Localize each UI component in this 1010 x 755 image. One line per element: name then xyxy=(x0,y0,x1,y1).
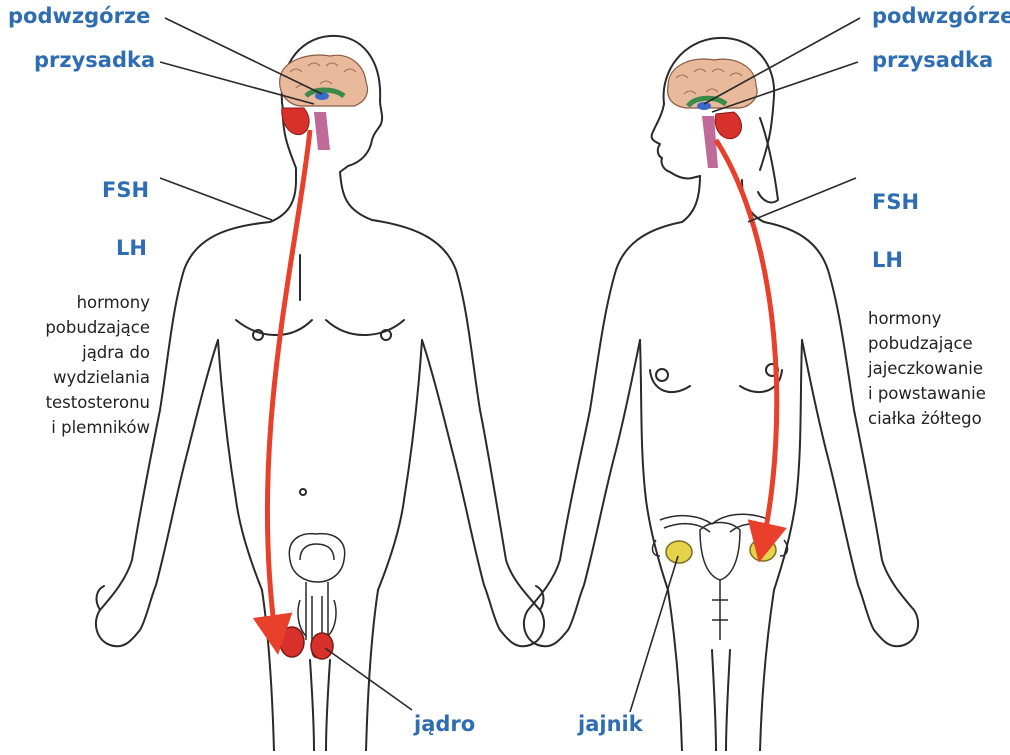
male-label-gonad: jądro xyxy=(414,712,475,736)
male-description-line: pobudzające xyxy=(45,315,150,340)
female-label-hypothalamus: podwzgórze xyxy=(872,4,1010,28)
female-label-fsh: FSH xyxy=(872,190,919,214)
female-label-gonad: jajnik xyxy=(578,712,643,736)
female-label-lh: LH xyxy=(872,248,903,272)
female-description-line: ciałka żółtego xyxy=(868,406,986,431)
male-label-pituitary: przysadka xyxy=(34,48,155,72)
male-reproductive-organs xyxy=(280,534,345,659)
male-description-line: hormony xyxy=(45,290,150,315)
male-label-lh: LH xyxy=(116,236,147,260)
female-description-line: i powstawanie xyxy=(868,381,986,406)
male-label-fsh: FSH xyxy=(102,178,149,202)
male-description-line: i plemników xyxy=(45,415,150,440)
male-hormone-arrow xyxy=(267,130,310,640)
female-leader-lines xyxy=(630,18,860,712)
male-description: hormony pobudzające jądra do wydzielania… xyxy=(45,290,150,440)
male-description-line: testosteronu xyxy=(45,390,150,415)
female-brain xyxy=(668,59,757,168)
female-label-pituitary: przysadka xyxy=(872,48,993,72)
female-description-line: pobudzające xyxy=(868,331,986,356)
male-description-line: jądra do xyxy=(45,340,150,365)
male-description-line: wydzielania xyxy=(45,365,150,390)
female-description-line: jajeczkowanie xyxy=(868,356,986,381)
male-brain xyxy=(280,55,368,150)
female-description-line: hormony xyxy=(868,306,986,331)
female-description: hormony pobudzające jajeczkowanie i pows… xyxy=(868,306,986,431)
male-label-hypothalamus: podwzgórze xyxy=(8,4,150,28)
